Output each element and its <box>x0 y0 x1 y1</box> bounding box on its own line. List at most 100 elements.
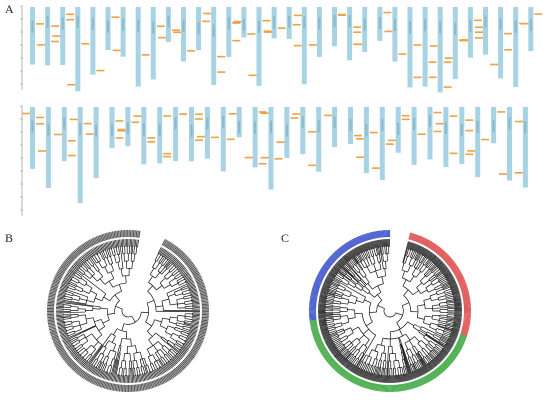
leaf-label <box>355 377 360 385</box>
tree-branch-arc <box>346 359 349 361</box>
tree-branch <box>155 369 160 377</box>
tree-branch <box>444 329 452 333</box>
leaf-label <box>345 372 351 380</box>
tree-branch-arc <box>107 270 114 274</box>
leaf-label <box>338 368 344 375</box>
chromosome-bar <box>422 7 428 87</box>
chromosome-label <box>476 120 479 133</box>
tree-branch <box>92 256 97 264</box>
leaf-label <box>313 334 321 338</box>
tree-branch <box>425 334 450 352</box>
leaf-label <box>312 286 320 290</box>
tree-branch <box>436 260 443 267</box>
tree-branch <box>89 365 94 373</box>
leaf-label <box>96 379 101 387</box>
tree-branch <box>371 248 375 257</box>
tree-branch <box>447 312 462 314</box>
tree-branch <box>335 353 342 359</box>
tree-branch <box>80 266 87 272</box>
tree-branch <box>318 301 326 304</box>
tree-branch <box>428 274 435 280</box>
tree-branch <box>170 359 177 365</box>
chromosome-bar <box>475 107 481 178</box>
tree-branch <box>135 246 138 255</box>
tree-branch <box>78 314 86 316</box>
tree-branch <box>356 300 364 304</box>
leaf-label <box>166 373 172 381</box>
leaf-label <box>117 384 120 392</box>
tree-branch <box>446 299 454 302</box>
leaf-label <box>348 241 353 248</box>
leaf-label <box>348 240 354 248</box>
leaf-label <box>195 339 203 344</box>
tree-branch <box>190 293 199 297</box>
leaf-label <box>198 331 206 335</box>
leaf-label <box>418 378 423 386</box>
chromosome-bar <box>45 107 51 188</box>
leaf-label <box>317 274 324 279</box>
tree-branch <box>65 293 73 297</box>
gene-marker <box>36 23 44 25</box>
tree-branch <box>333 339 341 344</box>
gene-marker <box>475 31 483 33</box>
tree-branch <box>427 331 434 336</box>
gene-marker <box>401 114 410 117</box>
chromosome-label <box>365 123 368 136</box>
tree-branch <box>412 363 419 378</box>
tree-branch <box>451 289 460 293</box>
chromosome-label <box>318 17 321 30</box>
leaf-label <box>154 379 158 387</box>
gene-marker <box>353 31 362 34</box>
tree-branch <box>419 359 429 373</box>
leaf-label <box>318 346 326 351</box>
tree-branch <box>428 288 436 293</box>
chromosome-label <box>79 123 82 136</box>
tree-branch <box>364 276 370 283</box>
tree-branch <box>398 360 401 368</box>
tree-branch <box>387 360 389 383</box>
tree-branch <box>187 335 195 339</box>
leaf-label <box>328 358 335 365</box>
leaf-label <box>371 231 375 239</box>
leaf-label <box>52 338 60 342</box>
leaf-label <box>47 316 55 319</box>
chromosome-label <box>31 20 34 33</box>
tree-branch <box>184 321 199 326</box>
tree-branch <box>411 268 417 275</box>
tree-branch <box>453 300 462 303</box>
tree-branch <box>408 249 412 257</box>
tree-branch <box>439 351 446 358</box>
tree-branch <box>372 373 376 382</box>
tree-branch <box>423 249 428 256</box>
tree-branch <box>336 343 344 349</box>
tree-branch <box>425 254 435 267</box>
tree-branch <box>422 366 427 374</box>
tree-branch <box>175 293 183 297</box>
tree-branch <box>454 315 462 317</box>
tree-branch <box>333 346 346 357</box>
leaf-label <box>50 286 58 290</box>
tree-branch <box>452 290 460 294</box>
leaf-label <box>367 382 371 390</box>
leaf-label <box>201 300 209 303</box>
tree-branch <box>72 324 81 328</box>
gene-marker <box>171 29 180 32</box>
tree-branch-arc <box>415 353 417 355</box>
gene-marker <box>308 131 317 133</box>
tree-branch <box>70 306 79 308</box>
tree-branch-arc <box>83 334 89 342</box>
tree-branch <box>452 293 461 297</box>
tree-branch-arc <box>337 272 339 274</box>
tree-branch <box>419 330 451 351</box>
leaf-label <box>374 231 378 239</box>
tree-branch <box>443 269 450 275</box>
tree-branch <box>183 294 191 298</box>
tree-branch <box>184 320 192 323</box>
chromosome-label <box>301 116 304 129</box>
tree-branch <box>354 286 362 291</box>
tree-branch <box>329 346 337 352</box>
leaf-label <box>190 267 197 273</box>
tree-branch <box>355 367 360 375</box>
tree-branch <box>158 359 167 373</box>
leaf-label <box>314 337 322 341</box>
